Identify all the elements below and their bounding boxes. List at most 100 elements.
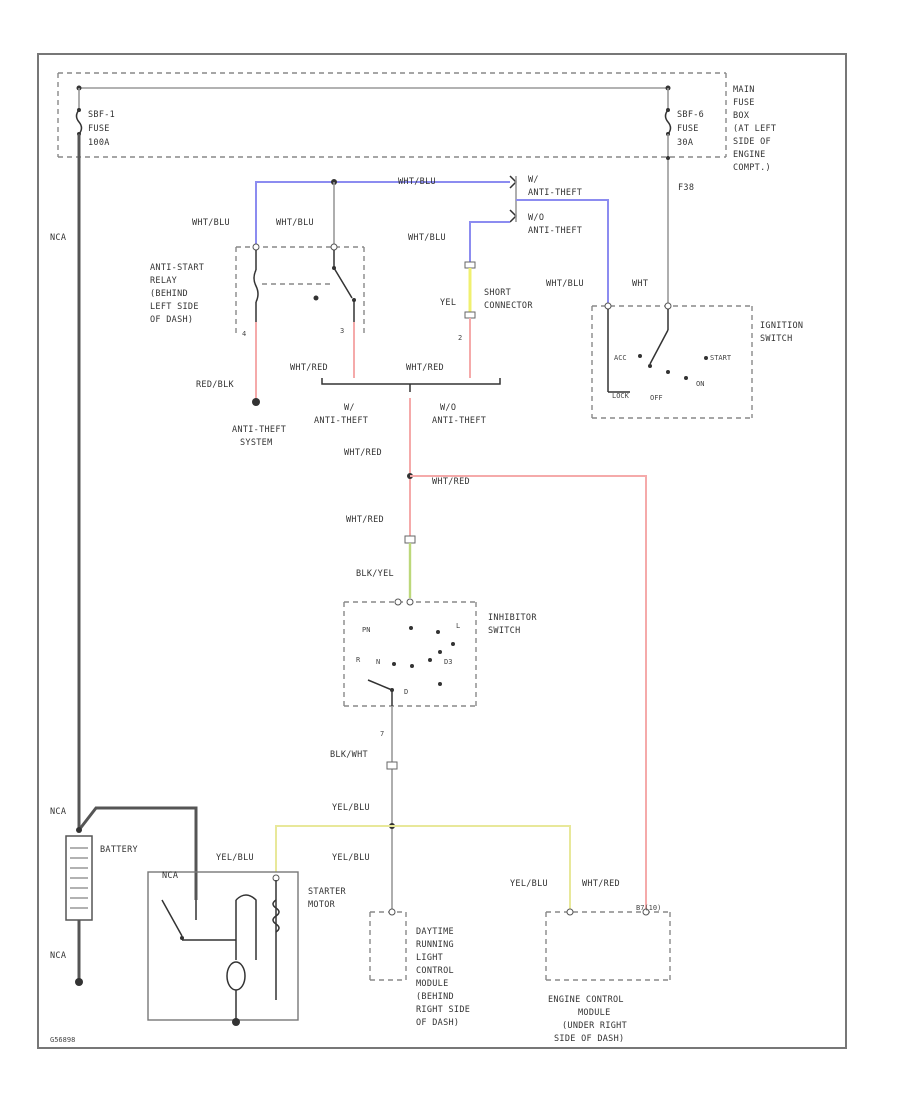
wire-wht-blu-ignition	[516, 199, 609, 303]
main-fuse-box-label-4: (AT LEFT	[733, 124, 776, 134]
wire-label-nca-2: NCA	[50, 807, 66, 817]
ecm-module	[545, 908, 671, 981]
wire-label-wht-blu-1: WHT/BLU	[192, 218, 230, 228]
inhibitor-switch	[343, 598, 477, 707]
ignition-label-1: IGNITION	[760, 321, 803, 331]
connector-w-bot-label-1: W/	[344, 403, 355, 413]
drl-label-7: RIGHT SIDE	[416, 1005, 470, 1015]
ignition-switch	[591, 302, 753, 419]
drl-label-4: CONTROL	[416, 966, 454, 976]
main-fuse-box	[57, 72, 727, 158]
wire-label-wht-red-5: WHT/RED	[346, 515, 384, 525]
starter-label-1: STARTER	[308, 887, 347, 897]
inhibitor-pos-d3: D3	[444, 658, 452, 666]
drl-label-1: DAYTIME	[416, 927, 454, 937]
inhibitor-pos-d: D	[404, 688, 408, 696]
connector-wo-bot-label-1: W/O	[440, 403, 456, 413]
ecm-pin: B7(10)	[636, 904, 661, 912]
fuse-right-label-2: FUSE	[677, 124, 699, 134]
ignition-pos-start: START	[710, 354, 732, 362]
wire-label-wht-blu-3: WHT/BLU	[408, 233, 446, 243]
wire-label-wht-red-4: WHT/RED	[432, 477, 470, 487]
relay-label-4: LEFT SIDE	[150, 302, 199, 312]
main-fuse-box-label-6: ENGINE	[733, 150, 766, 160]
inhibitor-pin-7: 7	[380, 730, 384, 738]
inhibitor-label-2: SWITCH	[488, 626, 521, 636]
wire-label-wht-red-ecm: WHT/RED	[582, 879, 620, 889]
wire-label-yel-blu-1: YEL/BLU	[332, 803, 370, 813]
fuse-left-label-3: 100A	[88, 138, 110, 148]
inhibitor-pos-l: L	[456, 622, 460, 630]
connector-wo-label-1: W/O	[528, 213, 544, 223]
wire-wht-red-ecm	[410, 475, 647, 910]
main-fuse-box-label-5: SIDE OF	[733, 137, 771, 147]
relay-label-3: (BEHIND	[150, 289, 188, 299]
relay-label-2: RELAY	[150, 276, 177, 286]
ignition-label-2: SWITCH	[760, 334, 793, 344]
starter-label-2: MOTOR	[308, 900, 336, 910]
wire-label-wht: WHT	[632, 279, 648, 289]
main-fuse-box-label-3: BOX	[733, 111, 750, 121]
ignition-pos-lock: LOCK	[612, 392, 630, 400]
wire-label-yel-blu-3: YEL/BLU	[332, 853, 370, 863]
battery-label: BATTERY	[100, 845, 138, 855]
battery-icon	[65, 806, 198, 986]
connector-w-bot-label-2: ANTI-THEFT	[314, 416, 368, 426]
ecm-label-2: MODULE	[578, 1008, 611, 1018]
drl-label-2: RUNNING	[416, 940, 454, 950]
main-fuse-box-label-7: COMPT.)	[733, 163, 771, 173]
fuse-sbf6	[664, 88, 672, 136]
drl-label-6: (BEHIND	[416, 992, 454, 1002]
connector-w-label-2: ANTI-THEFT	[528, 188, 582, 198]
ecm-label-4: SIDE OF DASH)	[554, 1034, 624, 1044]
fuse-left-label-2: FUSE	[88, 124, 110, 134]
drl-label-5: MODULE	[416, 979, 449, 989]
connector-w-label-1: W/	[528, 175, 539, 185]
wire-label-wht-blu-4: WHT/BLU	[546, 279, 584, 289]
inhibitor-pos-r: R	[356, 656, 361, 664]
relay-pin-4: 4	[242, 330, 246, 338]
diagram-code: G56898	[50, 1036, 75, 1044]
short-pin-2: 2	[458, 334, 462, 342]
relay-label-1: ANTI-START	[150, 263, 204, 273]
wire-label-nca-3: NCA	[162, 871, 178, 881]
inhibitor-label-1: INHIBITOR	[488, 613, 537, 623]
wire-label-yel: YEL	[440, 298, 456, 308]
anti-theft-label-2: SYSTEM	[240, 438, 273, 448]
wire-label-wht-red-1: WHT/RED	[290, 363, 328, 373]
wire-label-wht-blu-top: WHT/BLU	[398, 177, 436, 187]
fuse-sbf1	[75, 88, 83, 136]
short-connector	[464, 261, 476, 319]
ignition-pos-acc: ACC	[614, 354, 627, 362]
connector-wo-label-2: ANTI-THEFT	[528, 226, 582, 236]
wire-label-nca-1: NCA	[50, 233, 66, 243]
diagram-frame	[37, 53, 847, 1049]
relay-pin-3: 3	[340, 327, 344, 335]
inhibitor-pos-n: N	[376, 658, 380, 666]
wire-label-red-blk: RED/BLK	[196, 380, 235, 390]
fuse-left-label-1: SBF-1	[88, 110, 115, 120]
ignition-pos-on: ON	[696, 380, 704, 388]
main-fuse-box-label-1: MAIN	[733, 85, 755, 95]
main-fuse-box-label-2: FUSE	[733, 98, 755, 108]
wire-label-nca-4: NCA	[50, 951, 66, 961]
inhibitor-pos-pn: PN	[362, 626, 370, 634]
relay-label-5: OF DASH)	[150, 315, 193, 325]
wire-wht-blu-top	[255, 181, 510, 247]
ignition-pos-off: OFF	[650, 394, 663, 402]
starter-motor	[147, 871, 299, 1026]
wire-wht-blu-short	[469, 221, 510, 262]
wire-label-wht-red-3: WHT/RED	[344, 448, 382, 458]
anti-theft-label-1: ANTI-THEFT	[232, 425, 286, 435]
fuse-right-label-3: 30A	[677, 138, 693, 148]
wire-label-wht-blu-2: WHT/BLU	[276, 218, 314, 228]
short-connector-label-2: CONNECTOR	[484, 301, 533, 311]
connector-wo-bot-label-2: ANTI-THEFT	[432, 416, 486, 426]
anti-start-relay	[235, 243, 365, 335]
wire-label-blk-wht: BLK/WHT	[330, 750, 368, 760]
drl-module	[369, 908, 407, 981]
wire-label-yel-blu-2: YEL/BLU	[216, 853, 254, 863]
wire-yel-blu-bus	[275, 825, 571, 910]
fuse-right-label-1: SBF-6	[677, 110, 704, 120]
